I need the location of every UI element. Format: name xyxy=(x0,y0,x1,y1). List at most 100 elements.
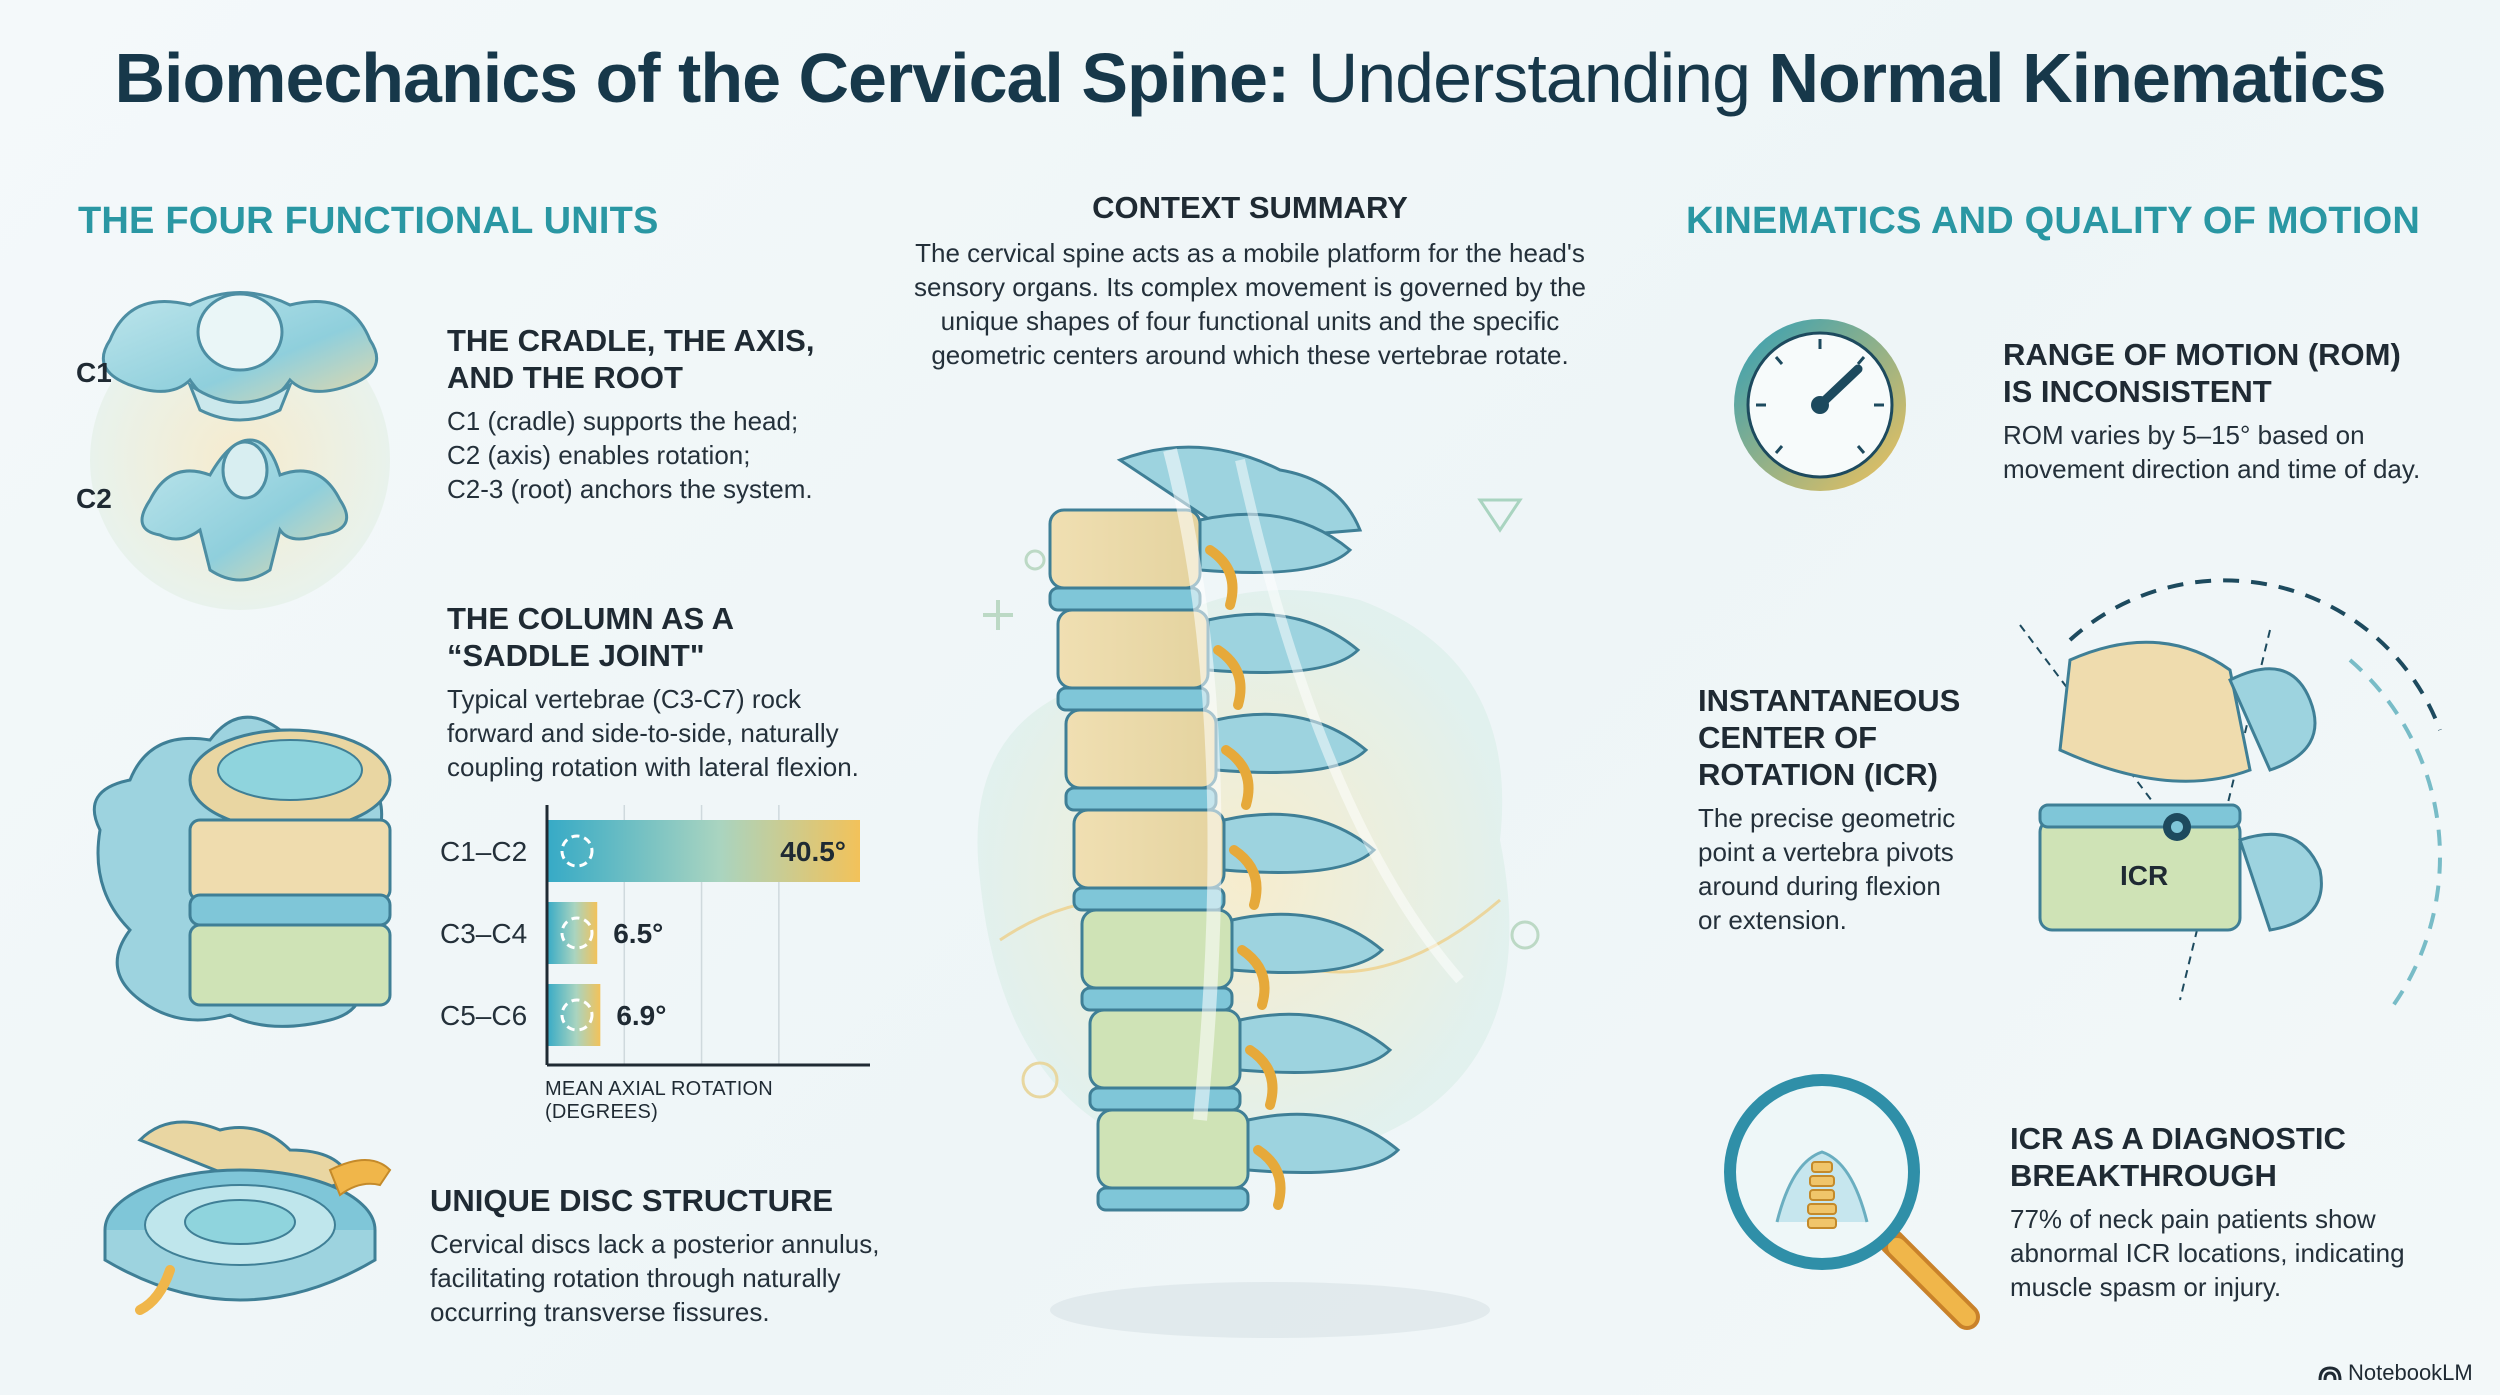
vertebral-body xyxy=(1056,608,1210,690)
card-body: The precise geometric point a vertebra p… xyxy=(1698,801,1960,937)
vertebral-body xyxy=(1096,1108,1250,1190)
notebooklm-logo-icon xyxy=(2318,1366,2342,1381)
body-line: C1 (cradle) supports the head; xyxy=(447,406,799,436)
saddle-joint-card: THE COLUMN AS A “SADDLE JOINT" Typical v… xyxy=(447,600,859,784)
title-part-1: Biomechanics of the Cervical Spine: xyxy=(114,39,1290,117)
body-line: C2 (axis) enables rotation; xyxy=(447,440,751,470)
spinous-process xyxy=(1238,1012,1393,1074)
body-line: facilitating rotation through naturally xyxy=(430,1263,841,1293)
heading-line: THE CRADLE, THE AXIS, xyxy=(447,323,815,358)
rom-card: RANGE OF MOTION (ROM) IS INCONSISTENT RO… xyxy=(2003,336,2420,486)
body-line: or extension. xyxy=(1698,905,1847,935)
c1-label: C1 xyxy=(76,357,112,388)
card-body: ROM varies by 5–15° based on movement di… xyxy=(2003,418,2420,486)
body-line: sensory organs. Its complex movement is … xyxy=(914,272,1586,302)
c2-label: C2 xyxy=(76,483,112,514)
card-heading: UNIQUE DISC STRUCTURE xyxy=(430,1182,879,1219)
heading-line: ICR AS A DIAGNOSTIC xyxy=(2010,1121,2346,1156)
intervertebral-disc xyxy=(1096,1186,1250,1212)
icr-card: INSTANTANEOUS CENTER OF ROTATION (ICR) T… xyxy=(1698,682,1960,937)
body-line: forward and side-to-side, naturally xyxy=(447,718,839,748)
right-section-heading: KINEMATICS AND QUALITY OF MOTION xyxy=(1686,200,2421,242)
spinous-process xyxy=(1206,612,1361,674)
brand-watermark: NotebookLM xyxy=(2318,1360,2473,1386)
intervertebral-disc xyxy=(1048,586,1202,612)
heading-line: BREAKTHROUGH xyxy=(2010,1158,2277,1193)
card-heading: RANGE OF MOTION (ROM) IS INCONSISTENT xyxy=(2003,336,2420,410)
intervertebral-disc xyxy=(1056,686,1210,712)
body-line: Cervical discs lack a posterior annulus, xyxy=(430,1229,880,1259)
vertebral-body xyxy=(1048,508,1202,590)
nerve-root xyxy=(1229,845,1262,910)
body-line: C2-3 (root) anchors the system. xyxy=(447,474,813,504)
vertebral-body xyxy=(1064,708,1218,790)
nerve-root xyxy=(1221,745,1254,810)
body-line: point a vertebra pivots xyxy=(1698,837,1954,867)
nerve-root xyxy=(1253,1145,1286,1210)
chart-value-label: 6.9° xyxy=(616,1000,666,1031)
nerve-root xyxy=(1237,945,1270,1010)
intervertebral-disc xyxy=(1064,786,1218,812)
vertebral-body xyxy=(1072,808,1226,890)
nerve-root xyxy=(1205,545,1238,610)
chart-x-axis-label: MEAN AXIAL ROTATION (DEGREES) xyxy=(545,1078,773,1123)
rotation-arrow-icon xyxy=(560,834,594,868)
card-heading: ICR AS A DIAGNOSTIC BREAKTHROUGH xyxy=(2010,1120,2405,1194)
card-body: C1 (cradle) supports the head; C2 (axis)… xyxy=(447,404,814,506)
body-line: geometric centers around which these ver… xyxy=(931,340,1569,370)
intervertebral-disc xyxy=(1088,1086,1242,1112)
heading-line: “SADDLE JOINT" xyxy=(447,638,705,673)
context-heading: CONTEXT SUMMARY xyxy=(1092,190,1408,225)
spinous-process xyxy=(1230,912,1385,974)
card-body: 77% of neck pain patients show abnormal … xyxy=(2010,1202,2405,1304)
body-line: Typical vertebrae (C3-C7) rock xyxy=(447,684,801,714)
rotation-arrow-icon xyxy=(560,998,594,1032)
body-line: muscle spasm or injury. xyxy=(2010,1272,2282,1302)
atlas-axis-illustration xyxy=(90,291,390,610)
rotation-arrow-icon xyxy=(560,916,594,950)
cervical-spine-illustration xyxy=(977,445,1540,1338)
context-summary: CONTEXT SUMMARY The cervical spine acts … xyxy=(870,190,1630,372)
chart-category-label: C1–C2 xyxy=(440,836,527,867)
chart-value-label: 40.5° xyxy=(780,836,846,867)
cradle-axis-root-card: THE CRADLE, THE AXIS, AND THE ROOT C1 (c… xyxy=(447,322,814,506)
body-line: movement direction and time of day. xyxy=(2003,454,2421,484)
heading-line: ROTATION (ICR) xyxy=(1698,757,1938,792)
disc-illustration xyxy=(103,1120,392,1315)
chart-bar xyxy=(547,820,860,882)
card-heading: THE CRADLE, THE AXIS, AND THE ROOT xyxy=(447,322,814,396)
context-body: The cervical spine acts as a mobile plat… xyxy=(870,236,1630,372)
brand-name: NotebookLM xyxy=(2348,1360,2473,1385)
body-line: ROM varies by 5–15° based on xyxy=(2003,420,2365,450)
heading-line: UNIQUE DISC STRUCTURE xyxy=(430,1183,834,1218)
heading-line: IS INCONSISTENT xyxy=(2003,374,2272,409)
card-heading: INSTANTANEOUS CENTER OF ROTATION (ICR) xyxy=(1698,682,1960,793)
body-line: unique shapes of four functional units a… xyxy=(940,306,1560,336)
body-line: The cervical spine acts as a mobile plat… xyxy=(915,238,1585,268)
body-line: 77% of neck pain patients show xyxy=(2010,1204,2376,1234)
chart-category-label: C5–C6 xyxy=(440,1000,527,1031)
card-heading: THE COLUMN AS A “SADDLE JOINT" xyxy=(447,600,859,674)
card-body: Cervical discs lack a posterior annulus,… xyxy=(430,1227,879,1329)
vertebral-body xyxy=(1088,1008,1242,1090)
card-body: Typical vertebrae (C3-C7) rock forward a… xyxy=(447,682,859,784)
heading-line: THE COLUMN AS A xyxy=(447,601,735,636)
page-title: Biomechanics of the Cervical Spine: Unde… xyxy=(0,38,2500,118)
title-part-2: Understanding xyxy=(1307,39,1751,117)
intervertebral-disc xyxy=(1072,886,1226,912)
heading-line: AND THE ROOT xyxy=(447,360,683,395)
nerve-root xyxy=(1213,645,1246,710)
disc-structure-card: UNIQUE DISC STRUCTURE Cervical discs lac… xyxy=(430,1182,879,1329)
body-line: occurring transverse fissures. xyxy=(430,1297,770,1327)
nerve-root xyxy=(1245,1045,1278,1110)
chart-category-label: C3–C4 xyxy=(440,918,527,949)
left-section-heading: THE FOUR FUNCTIONAL UNITS xyxy=(78,200,659,242)
body-line: coupling rotation with lateral flexion. xyxy=(447,752,859,782)
body-line: around during flexion xyxy=(1698,871,1941,901)
icr-illustration: ICR xyxy=(2019,578,2442,1012)
saddle-joint-illustration xyxy=(92,715,392,1028)
icr-label: ICR xyxy=(2120,860,2168,891)
spinous-process xyxy=(1246,1112,1401,1174)
